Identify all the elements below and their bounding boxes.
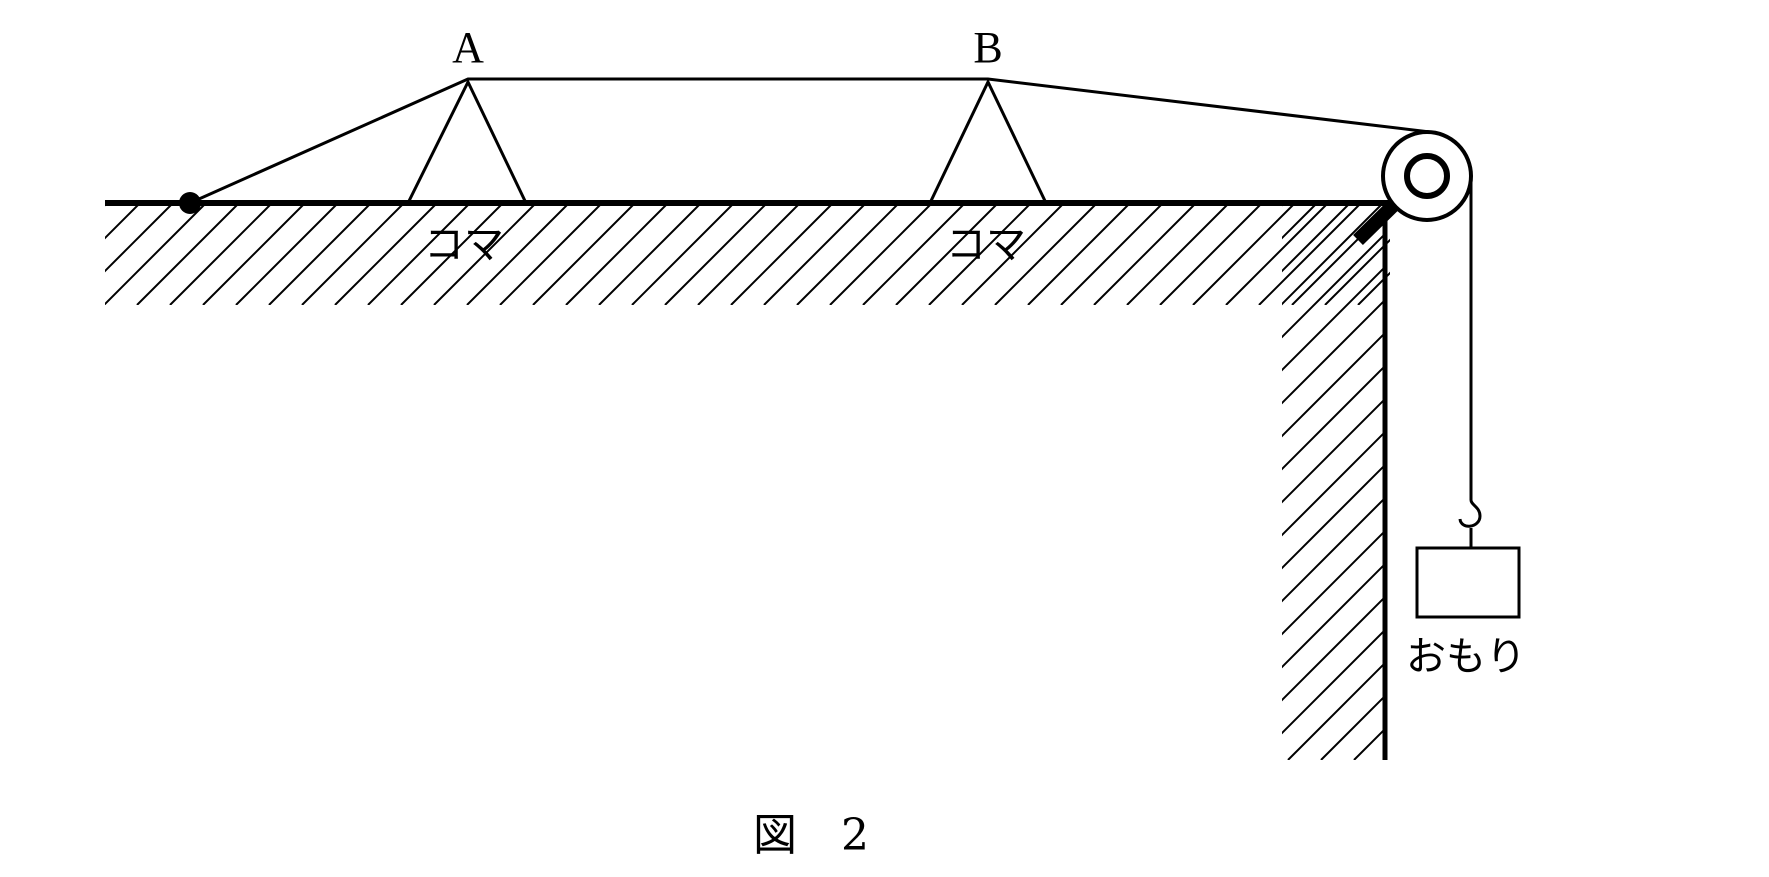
hatch-line: [1282, 595, 1385, 702]
label-bridge-b-caption: コマ: [946, 222, 1026, 268]
hatch-line: [1192, 205, 1294, 305]
hatch-line: [1282, 205, 1316, 240]
hatch-line: [301, 205, 403, 305]
hatch-line: [1225, 205, 1327, 305]
hatch-line: [1282, 265, 1385, 372]
hatch-line: [796, 205, 898, 305]
hatch-line: [268, 205, 370, 305]
hatch-line: [664, 205, 766, 305]
hatch-line: [367, 205, 469, 305]
hatch-line: [829, 205, 931, 305]
hatch-line: [433, 205, 535, 305]
hatch-line: [334, 205, 436, 305]
hatch-line: [862, 205, 964, 305]
weight-hook: [1458, 499, 1482, 548]
hatch-line: [1282, 205, 1382, 306]
hatch-line: [1060, 205, 1162, 305]
hatch-line: [105, 205, 106, 207]
hatch-line: [565, 205, 667, 305]
string: [189, 77, 1431, 205]
hatch-line: [1282, 463, 1385, 570]
hatch-line: [466, 205, 568, 305]
hatch-line: [105, 205, 205, 305]
hatch-line: [1159, 205, 1261, 305]
hatch-line: [1324, 238, 1390, 305]
bridge-b: [928, 78, 1048, 204]
hatch-line: [1357, 271, 1390, 305]
hatch-line: [136, 205, 238, 305]
hatch-line: [169, 205, 271, 305]
hatch-line: [994, 205, 1096, 305]
hatch-line: [1282, 298, 1385, 405]
hatch-line: [1282, 205, 1349, 273]
hatch-line: [1282, 628, 1385, 735]
label-weight: おもり: [1406, 634, 1526, 680]
hatch-line: [499, 205, 601, 305]
figure-caption: 図 2: [753, 810, 869, 861]
hatch-line: [1027, 205, 1129, 305]
pulley-inner: [1404, 153, 1450, 199]
hatch-line: [1282, 232, 1385, 339]
label-bridge-a-caption: コマ: [424, 222, 504, 268]
weight-block: [1415, 546, 1521, 619]
hatch-line: [1093, 205, 1195, 305]
label-bridge-b: B: [973, 23, 1002, 72]
hatch-line: [895, 205, 997, 305]
hatch-line: [1287, 661, 1385, 760]
floor-hatching: [105, 205, 1390, 305]
hatch-line: [532, 205, 634, 305]
hatch-line: [763, 205, 865, 305]
wall-hatching: [1282, 205, 1385, 760]
string-anchor-point: [179, 192, 201, 214]
hatch-line: [235, 205, 337, 305]
label-bridge-a: A: [452, 23, 484, 72]
hatch-line: [598, 205, 700, 305]
hatch-line: [202, 205, 304, 305]
hatch-line: [105, 205, 139, 240]
hatch-line: [1282, 397, 1385, 504]
hatch-line: [730, 205, 832, 305]
hatch-line: [631, 205, 733, 305]
hatch-line: [400, 205, 502, 305]
hatch-line: [928, 205, 1030, 305]
hatch-line: [1282, 496, 1385, 603]
hatch-line: [1282, 430, 1385, 537]
hatch-line: [1282, 205, 1283, 207]
hatch-line: [961, 205, 1063, 305]
hatch-line: [697, 205, 799, 305]
hatch-line: [1320, 694, 1385, 760]
hatch-line: [1258, 205, 1360, 305]
bridge-a: [406, 78, 528, 204]
hatch-line: [1126, 205, 1228, 305]
hatch-line: [105, 205, 172, 273]
